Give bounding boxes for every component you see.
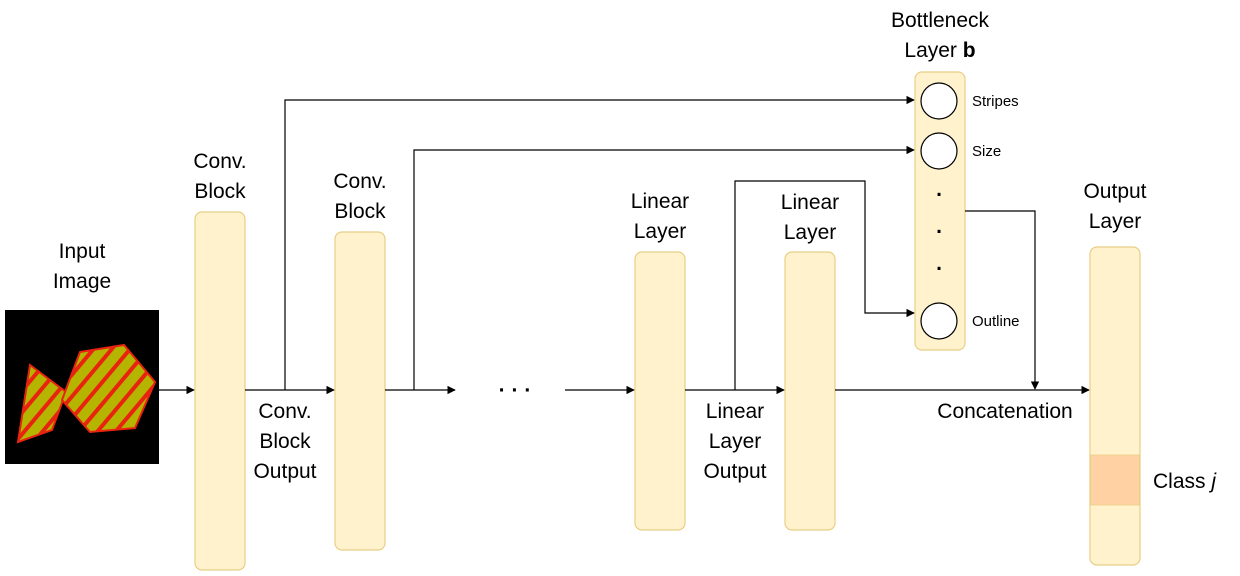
conv1-label-line2: Block: [194, 180, 246, 203]
bottleneck-label-line1: Bottleneck: [891, 9, 990, 32]
arrow-conv2-skip-to-size: [413, 145, 915, 390]
arrow-linear-skip-to-outline: [734, 180, 915, 390]
ellipsis: · · ·: [499, 379, 532, 402]
input-image: [5, 310, 159, 464]
linear2-label-line1: Linear: [781, 191, 839, 214]
concatenation-label: Concatenation: [937, 400, 1072, 423]
neuron-outline: [920, 302, 958, 340]
output-layer: [1089, 246, 1141, 566]
input-label-line2: Image: [53, 270, 111, 293]
conv2-label-line2: Block: [334, 200, 386, 223]
class-j-label: Class j: [1153, 470, 1217, 493]
bottleneck-label-line2: Layer b: [904, 39, 975, 62]
linear-output-label-line1: Linear: [706, 400, 764, 423]
output-label-line2: Layer: [1089, 210, 1142, 233]
neuron-stripes: [920, 82, 958, 120]
neuron-dot-1: .: [936, 178, 942, 201]
neuron-size: [920, 132, 958, 170]
conv2-label-line1: Conv.: [333, 170, 386, 193]
class-j-symbol: j: [1208, 470, 1217, 493]
class-j-cell: [1090, 454, 1140, 506]
conv-output-label-line2: Block: [259, 430, 311, 453]
arrow-conv1-skip-to-stripes: [284, 95, 915, 390]
bottleneck-symbol: b: [963, 39, 976, 62]
concept-label-size: Size: [972, 143, 1001, 160]
concept-label-outline: Outline: [972, 313, 1020, 330]
linear1-label-line2: Layer: [634, 220, 687, 243]
input-label-line1: Input: [59, 240, 106, 263]
neuron-dot-3: .: [936, 252, 942, 275]
neuron-dot-2: .: [936, 215, 942, 238]
concept-label-stripes: Stripes: [972, 93, 1019, 110]
conv-output-label-line1: Conv.: [258, 400, 311, 423]
conv-block-2: [334, 231, 386, 551]
conv-block-1: [194, 211, 246, 571]
linear1-label-line1: Linear: [631, 190, 689, 213]
conv-output-label-line3: Output: [253, 460, 316, 483]
linear-output-label-line3: Output: [703, 460, 766, 483]
arrow-bottleneck-to-concat: [965, 210, 1040, 390]
output-label-line1: Output: [1083, 180, 1146, 203]
linear-layer-2: [784, 251, 836, 531]
linear2-label-line2: Layer: [784, 221, 837, 244]
linear-layer-1: [634, 251, 686, 531]
linear-output-label-line2: Layer: [709, 430, 762, 453]
conv1-label-line1: Conv.: [193, 150, 246, 173]
